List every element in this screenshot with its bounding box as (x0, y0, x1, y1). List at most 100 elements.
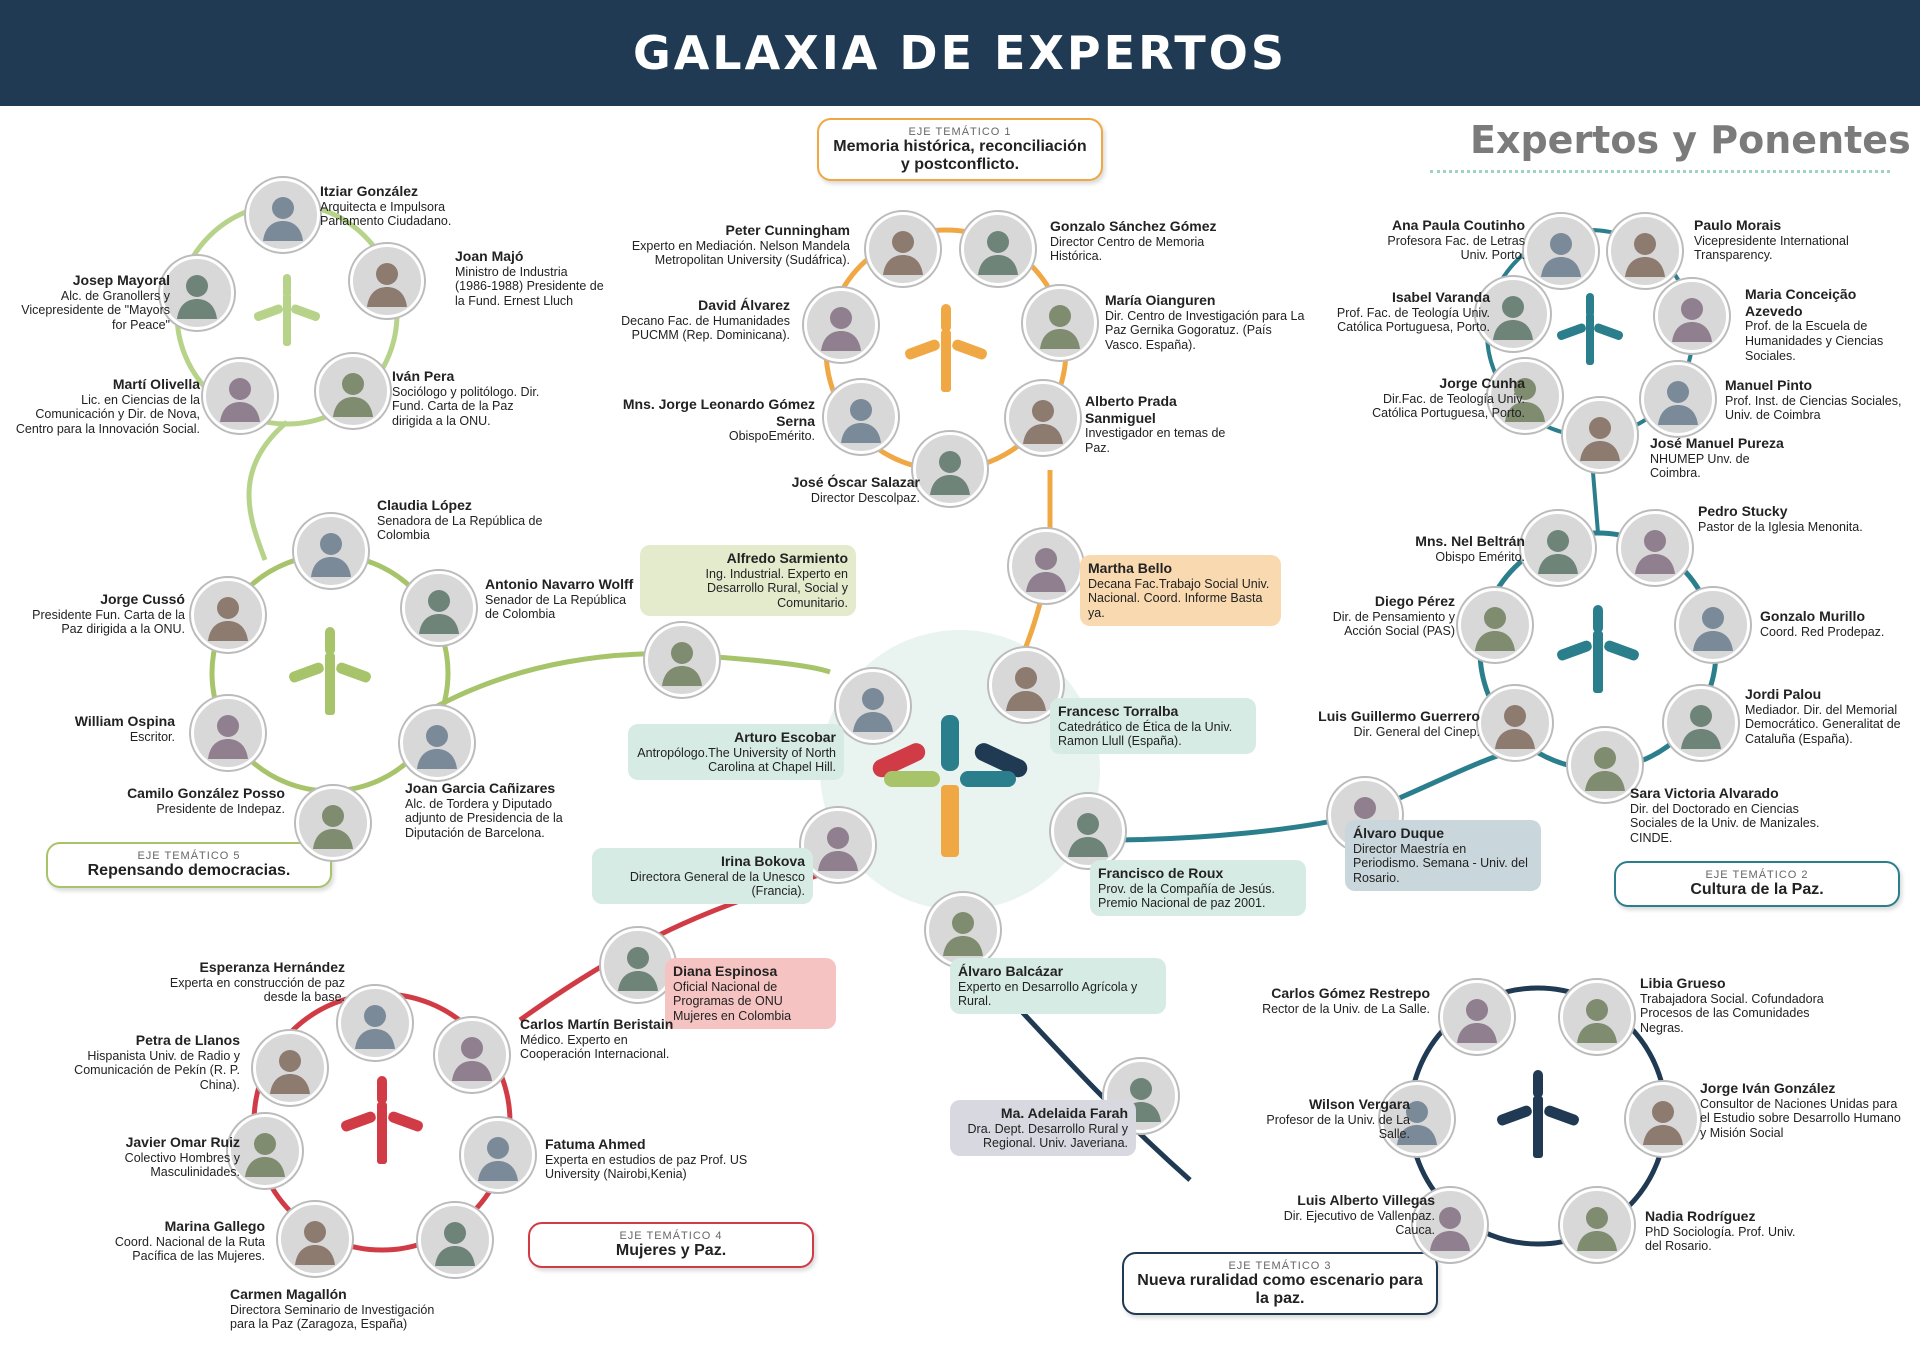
expert-photo-javier-omar-ruiz (228, 1114, 302, 1188)
person-icon (841, 399, 881, 443)
person-icon (333, 373, 373, 417)
expert-photo-isabel-varanda (1476, 277, 1550, 351)
expert-photo-josep-mayoral (160, 256, 234, 330)
expert-name: Luis Guillermo Guerrero (1318, 708, 1480, 724)
person-icon (1541, 233, 1581, 277)
expert-photo-paulo-morais (1608, 214, 1682, 288)
expert-name: Claudia López (377, 497, 472, 513)
expert-photo-jordi-palou (1664, 686, 1738, 760)
expert-name: Diego Pérez (1374, 593, 1455, 609)
expert-photo-antonio-navarro-wolff (402, 571, 476, 645)
person-icon (1635, 530, 1675, 574)
expert-name: Isabel Varanda (1391, 289, 1490, 305)
expert-name: Arturo Escobar (734, 729, 836, 745)
expert-photo-sara-victoria-alvarado (1568, 728, 1642, 802)
person-icon (1493, 296, 1533, 340)
expert-photo-luis-alberto-villegas (1413, 1188, 1487, 1262)
expert-name: Álvaro Balcázar (958, 963, 1064, 979)
axis-number: EJE TEMÁTICO 4 (619, 1230, 723, 1242)
expert-photo-arturo-escobar (836, 669, 910, 743)
expert-photo-maria-conceicao-azevedo (1655, 279, 1729, 353)
person-icon (311, 533, 351, 577)
axis-number: EJE TEMÁTICO 5 (137, 850, 241, 862)
expert-photo-itziar-gonzalez (246, 178, 320, 252)
expert-role: Prov. de la Compañía de Jesús. Premio Na… (1098, 881, 1275, 911)
subtitle-divider (1430, 170, 1890, 173)
expert-name: Marina Gallego (164, 1218, 265, 1234)
expert-role: Dir. Centro de Investigación para La Paz… (1105, 308, 1305, 353)
person-icon (853, 688, 893, 732)
expert-photo-carlos-gomez-restrepo (1440, 980, 1514, 1054)
expert-photo-carlos-martin-beristain (435, 1018, 509, 1092)
expert-role: Trabajadora Social. Cofundadora Procesos… (1640, 991, 1824, 1036)
header-bar: GALAXIA DE EXPERTOS (0, 0, 1920, 106)
person-icon (1068, 813, 1108, 857)
expert-role: Dir.Fac. de Teología Univ. Católica Port… (1372, 391, 1525, 421)
expert-role: Escritor. (129, 729, 175, 744)
person-icon (1672, 298, 1712, 342)
expert-name: Alberto Prada Sanmiguel (1085, 393, 1177, 426)
expert-photo-pedro-stucky (1618, 511, 1692, 585)
expert-photo-william-ospina (191, 696, 265, 770)
expert-photo-luis-guillermo-guerrero (1478, 686, 1552, 760)
person-icon (270, 1050, 310, 1094)
expert-role: Prof. de la Escuela de Humanidades y Cie… (1745, 319, 1884, 363)
expert-name: Manuel Pinto (1725, 377, 1813, 393)
person-icon (1693, 607, 1733, 651)
expert-role: NHUMEP Unv. de Coimbra. (1650, 451, 1750, 481)
expert-photo-petra-de-llanos (253, 1031, 327, 1105)
expert-role: Profesor de la Univ. de La Salle. (1266, 1112, 1410, 1142)
expert-role: Dir. del Doctorado en Ciencias Sociales … (1630, 801, 1820, 846)
person-icon (618, 947, 658, 991)
expert-photo-esperanza-hernandez (338, 986, 412, 1060)
expert-name: Alfredo Sarmiento (726, 550, 848, 566)
person-icon (1397, 1101, 1437, 1145)
expert-role: Médico. Experto en Cooperación Internaci… (520, 1032, 670, 1062)
expert-role: Presidente de Indepaz. (156, 801, 285, 816)
person-icon (435, 1222, 475, 1266)
person-icon (1040, 305, 1080, 349)
axis-number: EJE TEMÁTICO 2 (1705, 869, 1809, 881)
expert-name: Francesc Torralba (1058, 703, 1179, 719)
expert-name: Ma. Adelaida Farah (1000, 1105, 1128, 1121)
axis-title: Mujeres y Paz. (615, 1242, 727, 1259)
sprout-icon-eje1 (905, 304, 987, 392)
expert-role: Coord. Red Prodepaz. (1760, 624, 1885, 639)
expert-name: Wilson Vergara (1308, 1096, 1410, 1112)
person-icon (245, 1133, 285, 1177)
expert-name: Carmen Magallón (230, 1286, 347, 1302)
expert-role: Directora General de la Unesco (Francia)… (629, 869, 805, 899)
expert-name: Joan Garcia Cañizares (405, 780, 556, 796)
expert-photo-gonzalo-sanchez-gomez (961, 212, 1035, 286)
person-icon (208, 597, 248, 641)
expert-photo-ana-paula-coutinho (1524, 214, 1598, 288)
person-icon (1430, 1207, 1470, 1251)
page-subtitle: Expertos y Ponentes (1470, 118, 1911, 162)
person-icon (662, 642, 702, 686)
expert-photo-peter-cunningham (866, 212, 940, 286)
expert-role: Ministro de Industria (1986-1988) Presid… (455, 264, 604, 309)
expert-photo-david-alvarez (804, 288, 878, 362)
